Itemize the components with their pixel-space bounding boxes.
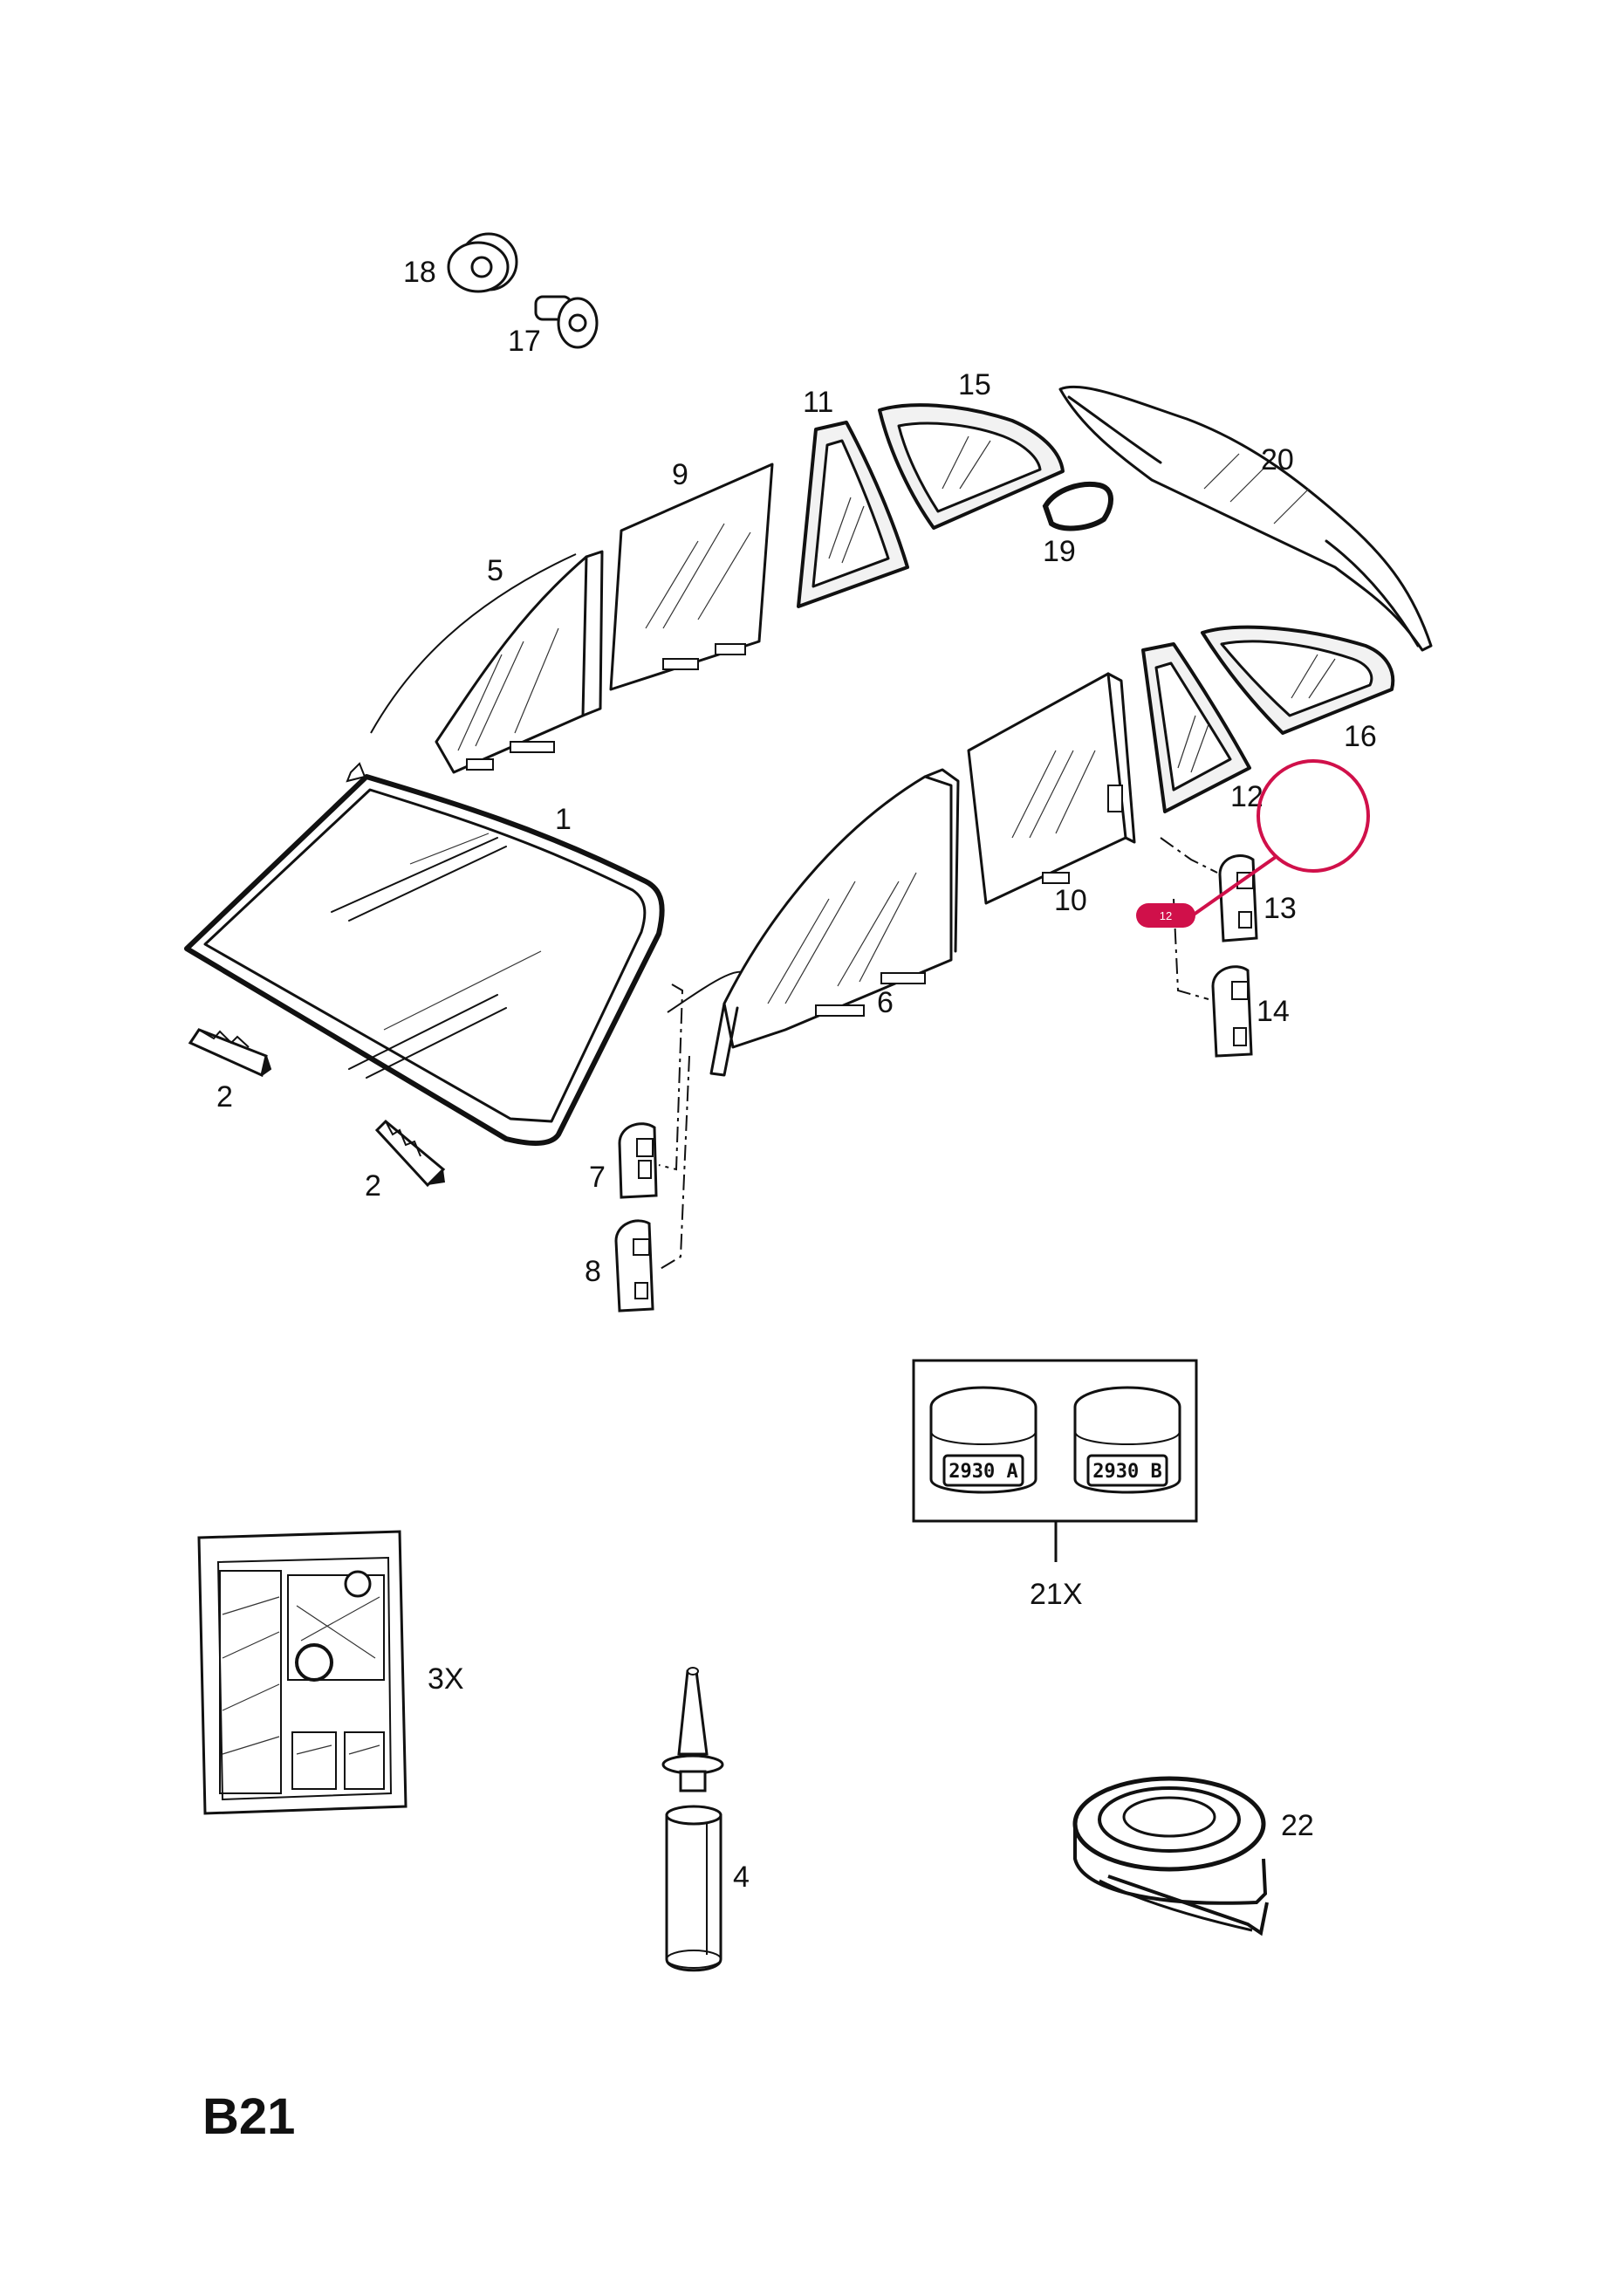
label-4: 4 <box>733 1861 750 1894</box>
label-8: 8 <box>585 1255 601 1288</box>
part-20-rear-window[interactable] <box>1058 385 1433 652</box>
label-3x: 3X <box>428 1662 464 1696</box>
jar-a-label: 2930 A <box>948 1461 1017 1483</box>
part-10-rear-door-glass[interactable] <box>967 672 1136 905</box>
highlight-badge-label: 12 <box>1160 909 1172 922</box>
part-9-rear-door-glass[interactable] <box>609 463 774 691</box>
page-code: B21 <box>202 2088 295 2145</box>
leader-13 <box>1160 837 1218 874</box>
part-8-guide-clip[interactable] <box>614 1219 654 1312</box>
label-20: 20 <box>1261 443 1294 476</box>
label-19: 19 <box>1043 535 1076 568</box>
label-14: 14 <box>1257 995 1290 1028</box>
label-21x: 21X <box>1030 1578 1083 1611</box>
label-22: 22 <box>1281 1809 1314 1842</box>
highlight-badge[interactable] <box>1136 903 1195 928</box>
label-2-a: 2 <box>216 1080 233 1114</box>
label-5: 5 <box>487 554 503 587</box>
highlight-circle <box>1257 759 1370 873</box>
label-9: 9 <box>672 458 688 491</box>
label-17: 17 <box>508 325 541 358</box>
part-4-adhesive-cartridge[interactable] <box>661 1667 724 1972</box>
part-13-guide-clip[interactable] <box>1218 854 1258 942</box>
jar-a: 2930 A <box>929 1386 1037 1494</box>
part-12-quarter-glass[interactable] <box>1141 642 1251 813</box>
jar-b: 2930 B <box>1073 1386 1181 1494</box>
highlight-marker[interactable]: 12 <box>1136 759 1370 928</box>
jar-b-label: 2930 B <box>1092 1461 1161 1483</box>
body-outline-front <box>370 553 577 734</box>
label-18: 18 <box>403 256 436 289</box>
part-19-grommet[interactable] <box>1042 482 1113 531</box>
label-6: 6 <box>877 986 894 1019</box>
label-13: 13 <box>1263 892 1297 925</box>
part-2-wedge-spacer-a[interactable] <box>188 1028 272 1078</box>
label-16: 16 <box>1344 720 1377 753</box>
label-10: 10 <box>1054 884 1087 917</box>
label-2-b: 2 <box>365 1169 381 1203</box>
leader-8 <box>658 1055 690 1271</box>
label-7: 7 <box>589 1161 606 1194</box>
part-18-clip-nut[interactable] <box>447 232 518 293</box>
part-14-guide-clip[interactable] <box>1211 965 1253 1058</box>
label-15: 15 <box>958 368 991 401</box>
part-11-quarter-glass[interactable] <box>797 421 909 608</box>
part-15-quarter-vent-glass[interactable] <box>878 403 1065 530</box>
part-22-sealing-tape[interactable] <box>1072 1776 1269 1936</box>
part-2-wedge-spacer-b[interactable] <box>374 1119 446 1188</box>
part-21x-adhesive-jar-set[interactable]: 2930 A 2930 B <box>912 1359 1198 1562</box>
label-11: 11 <box>803 386 833 419</box>
label-1: 1 <box>555 803 572 836</box>
part-16-quarter-vent-glass[interactable] <box>1201 625 1395 735</box>
part-7-guide-clip[interactable] <box>618 1122 658 1199</box>
leader-14 <box>1173 898 1209 1000</box>
leader-7 <box>658 984 684 1171</box>
highlight-leader <box>1192 855 1277 916</box>
part-5-front-door-glass[interactable] <box>435 550 604 774</box>
part-1-windscreen[interactable] <box>184 774 665 1146</box>
part-6-front-door-glass[interactable] <box>667 768 960 1077</box>
part-3x-repair-kit[interactable] <box>197 1530 407 1815</box>
part-17-push-clip[interactable] <box>534 295 599 349</box>
